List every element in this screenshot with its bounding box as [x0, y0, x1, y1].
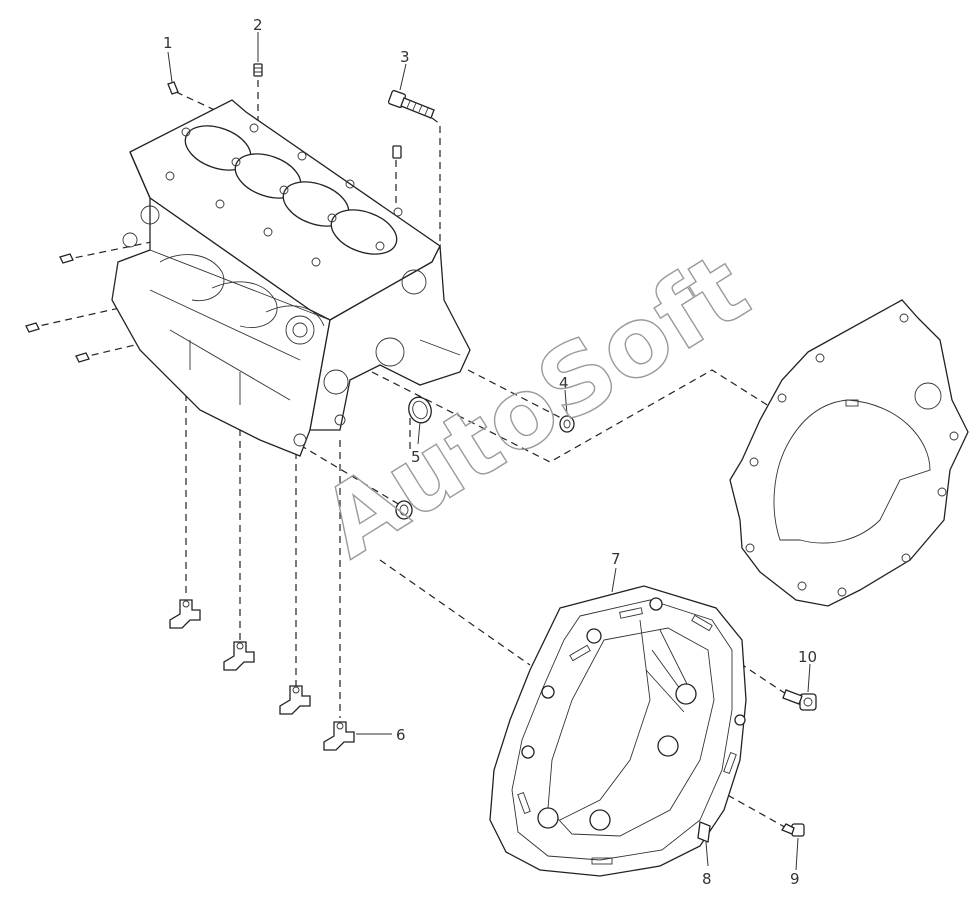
part-7-housing: [489, 585, 747, 877]
callout-9: 9: [790, 870, 800, 888]
cylinder-block: [111, 99, 471, 457]
callout-10: 10: [798, 648, 817, 666]
callout-2: 2: [253, 16, 263, 34]
callout-1: 1: [163, 34, 173, 52]
callouts: 1 2 3 4 5 6 7 8 9 10: [163, 16, 817, 888]
part-5-seal-ring: [408, 396, 432, 424]
part-2-stud: [253, 63, 263, 77]
part-8-dowel: [697, 821, 711, 843]
callout-7: 7: [611, 550, 621, 568]
lower-plug: [395, 500, 413, 520]
deck-stud: [392, 145, 402, 159]
part-10-bolt: [782, 689, 817, 711]
leader-lines: [167, 32, 811, 871]
callout-8: 8: [702, 870, 712, 888]
part-4-plug: [559, 415, 575, 433]
callout-4: 4: [559, 374, 569, 392]
dowel-pins-left: [25, 253, 90, 363]
callout-3: 3: [400, 48, 410, 66]
part-1-pin: [167, 81, 179, 95]
callout-5: 5: [411, 448, 421, 466]
rear-plate-gasket: [729, 299, 969, 607]
part-3-bolt: [387, 89, 435, 119]
part-6-oil-jets: [169, 599, 355, 751]
part-9-bolt: [781, 823, 805, 837]
callout-6: 6: [396, 726, 406, 744]
